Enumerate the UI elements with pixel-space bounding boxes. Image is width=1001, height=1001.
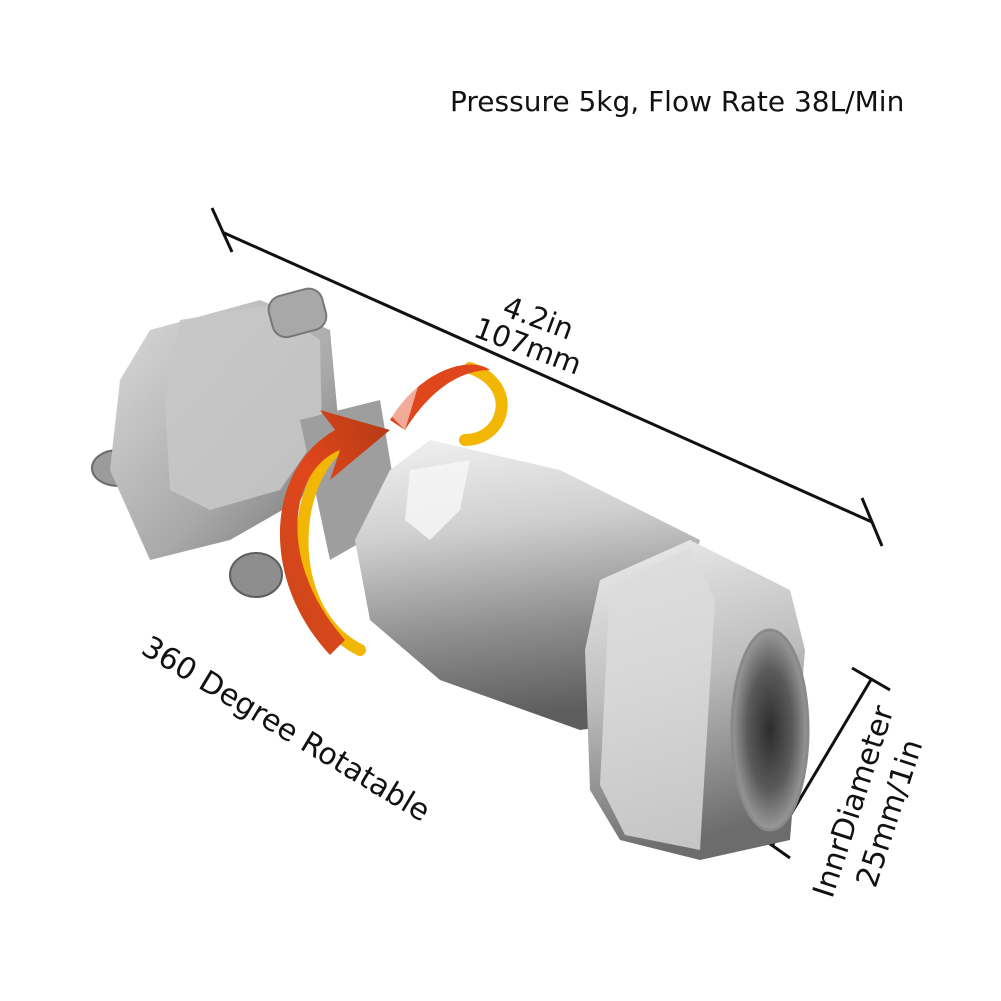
pressure-flow-label: Pressure 5kg, Flow Rate 38L/Min	[450, 85, 905, 118]
inner-thread-opening	[730, 628, 810, 832]
hex-nut	[585, 540, 810, 860]
rotation-arrow-back	[459, 362, 508, 446]
rotation-arrow-icon	[279, 364, 490, 656]
length-dimension-line	[210, 207, 884, 547]
